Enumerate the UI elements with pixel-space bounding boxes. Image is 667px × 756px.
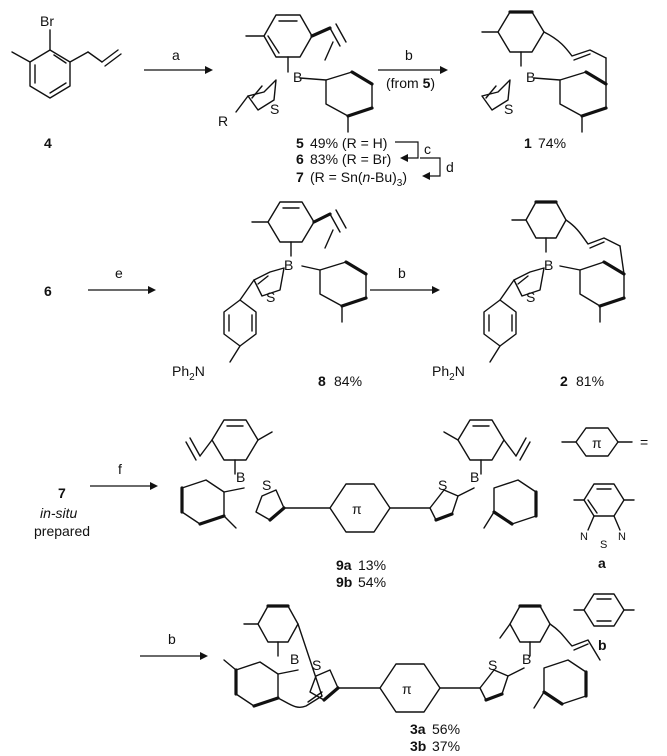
compound-1-yield: 74% — [538, 135, 566, 151]
arrow-d — [420, 157, 441, 177]
arrow-e-head — [148, 286, 156, 294]
compound-1-label: 1 — [524, 135, 532, 151]
compound-4-label: 4 — [44, 135, 52, 151]
arrow-b-1-head — [440, 66, 448, 74]
compound-9a-yield: 13% — [358, 557, 386, 573]
compound-5-structure: B S R — [218, 14, 374, 133]
atom-r: R — [218, 113, 228, 129]
atom-br: Br — [40, 13, 54, 29]
condition-b-1-from: (from 5) — [386, 75, 435, 91]
arrow-b-3-head — [200, 652, 208, 660]
atom-b-1: B — [526, 69, 535, 85]
compound-2-structure: B S Ph2N — [432, 200, 626, 383]
key-b-label: b — [598, 637, 607, 653]
equals-sign: = — [640, 434, 648, 450]
atom-s-3-right: S — [488, 657, 497, 673]
condition-a: a — [172, 47, 180, 63]
condition-b-3: b — [168, 631, 176, 647]
condition-b-1: b — [405, 47, 413, 63]
compound-8-label: 8 — [318, 373, 326, 389]
condition-e: e — [115, 265, 123, 281]
atom-b-9-left: B — [236, 469, 245, 485]
atom-s-9-left: S — [262, 477, 271, 493]
in-situ-label: in-situ — [40, 505, 78, 521]
compound-7-text: (R = Sn(n-Bu)3) — [310, 169, 407, 189]
compound-2-label: 2 — [560, 373, 568, 389]
compound-2-yield: 81% — [576, 373, 604, 389]
arrow-b-2-head — [432, 286, 440, 294]
pi-3: π — [402, 681, 412, 697]
key-a-label: a — [598, 555, 606, 571]
compound-3a-label: 3a — [410, 721, 426, 737]
condition-f: f — [118, 461, 122, 477]
atom-s-2: S — [526, 289, 535, 305]
atom-s-1: S — [504, 101, 513, 117]
arrow-c — [395, 141, 419, 159]
compound-7-start: 7 — [58, 485, 66, 501]
compound-1-structure: B S — [481, 10, 608, 133]
compound-6-start: 6 — [44, 283, 52, 299]
compound-9b-yield: 54% — [358, 574, 386, 590]
compound-8-yield: 84% — [334, 373, 362, 389]
compound-5-text: 49% (R = H) — [310, 135, 387, 151]
ph2n-8: Ph2N — [172, 363, 205, 383]
compound-8-structure: B S Ph2N — [172, 201, 368, 383]
prepared-label: prepared — [34, 523, 90, 539]
atom-b-8: B — [284, 257, 293, 273]
compound-5-label: 5 — [296, 135, 304, 151]
compound-9a-label: 9a — [336, 557, 352, 573]
key-a-n-left: N — [580, 531, 588, 543]
compound-7-label: 7 — [296, 169, 304, 185]
compound-3-structure: B S π S B — [223, 604, 601, 713]
pi-key-symbol: π — [592, 435, 602, 451]
atom-s-9-right: S — [438, 477, 447, 493]
atom-b-3-left: B — [290, 651, 299, 667]
atom-s-8: S — [266, 289, 275, 305]
pi-9: π — [352, 501, 362, 517]
compound-9b-label: 9b — [336, 574, 352, 590]
ph2n-2: Ph2N — [432, 363, 465, 383]
key-a-n-right: N — [618, 531, 626, 543]
compound-3a-yield: 56% — [432, 721, 460, 737]
atom-b-3-right: B — [522, 651, 531, 667]
atom-b: B — [293, 69, 302, 85]
arrow-c-head — [400, 154, 408, 162]
compound-4-structure: Br — [11, 13, 122, 99]
arrow-d-head — [422, 172, 430, 180]
condition-c: c — [424, 141, 431, 157]
compound-6-text: 83% (R = Br) — [310, 151, 391, 167]
atom-s: S — [270, 101, 279, 117]
compound-6-label: 6 — [296, 151, 304, 167]
atom-b-9-right: B — [470, 469, 479, 485]
key-a-s: S — [600, 539, 607, 551]
condition-b-2: b — [398, 265, 406, 281]
atom-b-2: B — [544, 257, 553, 273]
arrow-f-head — [150, 482, 158, 490]
compound-3b-label: 3b — [410, 738, 426, 754]
compound-9-structure: B S π S B — [180, 419, 538, 533]
arrow-a-head — [205, 66, 213, 74]
pi-key: π = N S N a b — [561, 427, 648, 653]
condition-d: d — [446, 159, 454, 175]
atom-s-3-left: S — [312, 657, 321, 673]
compound-3b-yield: 37% — [432, 738, 460, 754]
